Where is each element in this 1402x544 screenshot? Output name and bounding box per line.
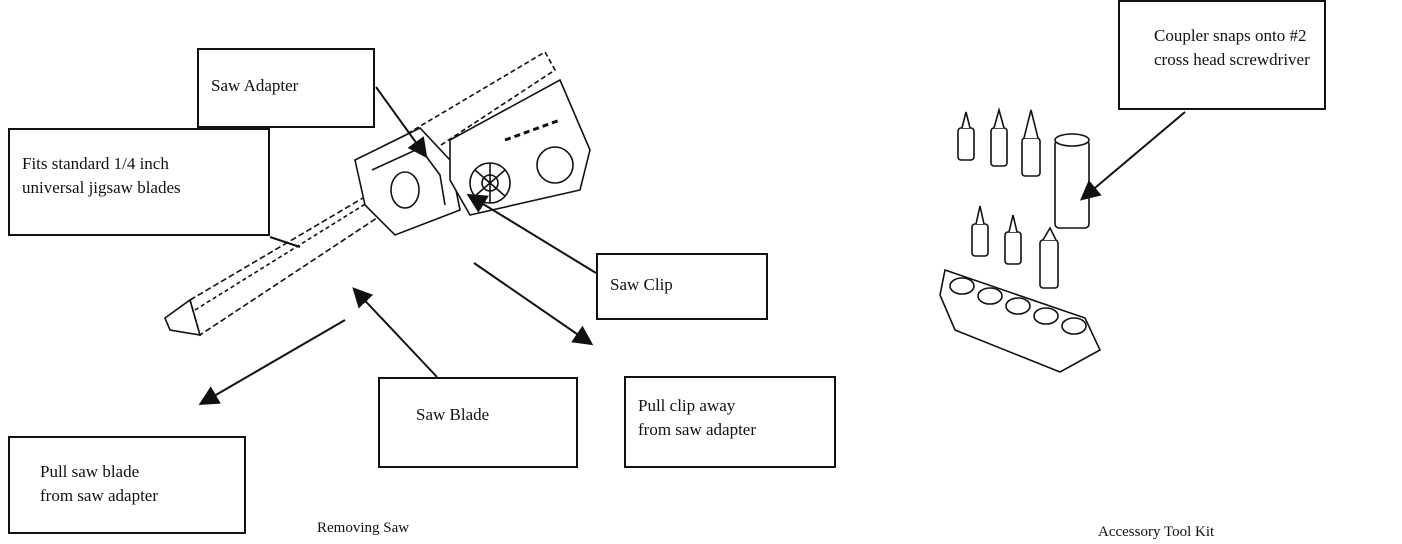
saw-blade-arrow xyxy=(352,287,438,378)
fits-blades-leader xyxy=(269,236,301,248)
coupler-arrow xyxy=(1079,111,1186,201)
fits-blades-line-1: Fits standard 1/4 inch xyxy=(22,154,169,173)
saw-clip-callout: Saw Clip xyxy=(596,253,768,320)
saw-blade-callout: Saw Blade xyxy=(378,377,578,468)
coupler-line-2: cross head screwdriver xyxy=(1154,50,1310,69)
tool-kit-illustration xyxy=(939,107,1102,373)
pull-blade-line-1: Pull saw blade xyxy=(40,462,140,481)
saw-adapter-callout: Saw Adapter xyxy=(197,48,375,128)
pull-blade-arrow xyxy=(198,319,346,406)
pull-clip-line-2: from saw adapter xyxy=(638,420,757,439)
fits-blades-line-2: universal jigsaw blades xyxy=(22,178,181,197)
pull-clip-arrow xyxy=(473,262,594,346)
pull-clip-callout: Pull clip away from saw adapter xyxy=(624,376,836,468)
saw-adapter-arrow xyxy=(375,86,428,159)
pull-clip-line-1: Pull clip away xyxy=(638,396,736,415)
saw-tool-illustration xyxy=(164,50,591,337)
accessory-kit-caption: Accessory Tool Kit xyxy=(1098,524,1215,540)
removing-saw-caption: Removing Saw xyxy=(317,520,410,536)
arrows xyxy=(198,86,1186,406)
fits-blades-callout: Fits standard 1/4 inch universal jigsaw … xyxy=(8,128,270,236)
saw-clip-arrow xyxy=(466,193,597,274)
saw-blade-label: Saw Blade xyxy=(416,405,490,424)
saw-adapter-label: Saw Adapter xyxy=(211,76,299,95)
coupler-line-1: Coupler snaps onto #2 xyxy=(1154,26,1307,45)
pull-blade-line-2: from saw adapter xyxy=(40,486,159,505)
pull-blade-callout: Pull saw blade from saw adapter xyxy=(8,436,246,534)
coupler-callout: Coupler snaps onto #2 cross head screwdr… xyxy=(1118,0,1326,110)
saw-clip-label: Saw Clip xyxy=(610,275,673,294)
